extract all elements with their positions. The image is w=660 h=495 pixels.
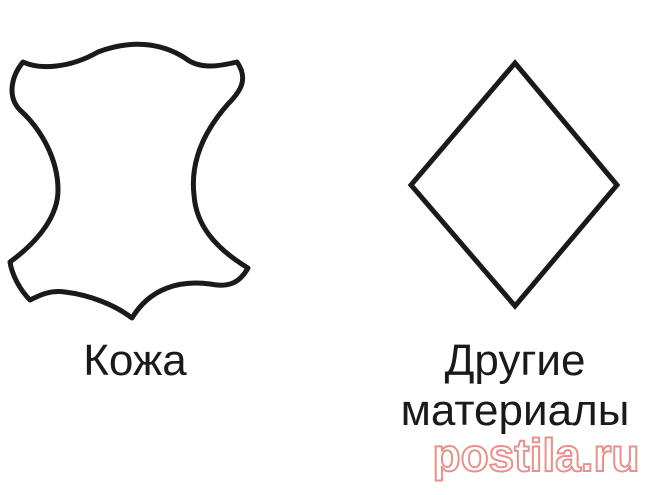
watermark-text: postila.ru	[432, 429, 639, 481]
watermark-svg: postila.ru	[431, 428, 640, 482]
leather-label-text: Кожа	[83, 336, 187, 385]
leather-hide-icon	[7, 41, 251, 321]
other-materials-label-line-2: материалы	[400, 386, 630, 435]
diamond-icon	[407, 59, 621, 310]
leather-label: Кожа	[40, 336, 230, 386]
postila-watermark: postila.ru	[419, 427, 654, 489]
other-materials-label: Другие материалы	[370, 336, 660, 436]
other-materials-label-line-1: Другие	[444, 336, 586, 385]
